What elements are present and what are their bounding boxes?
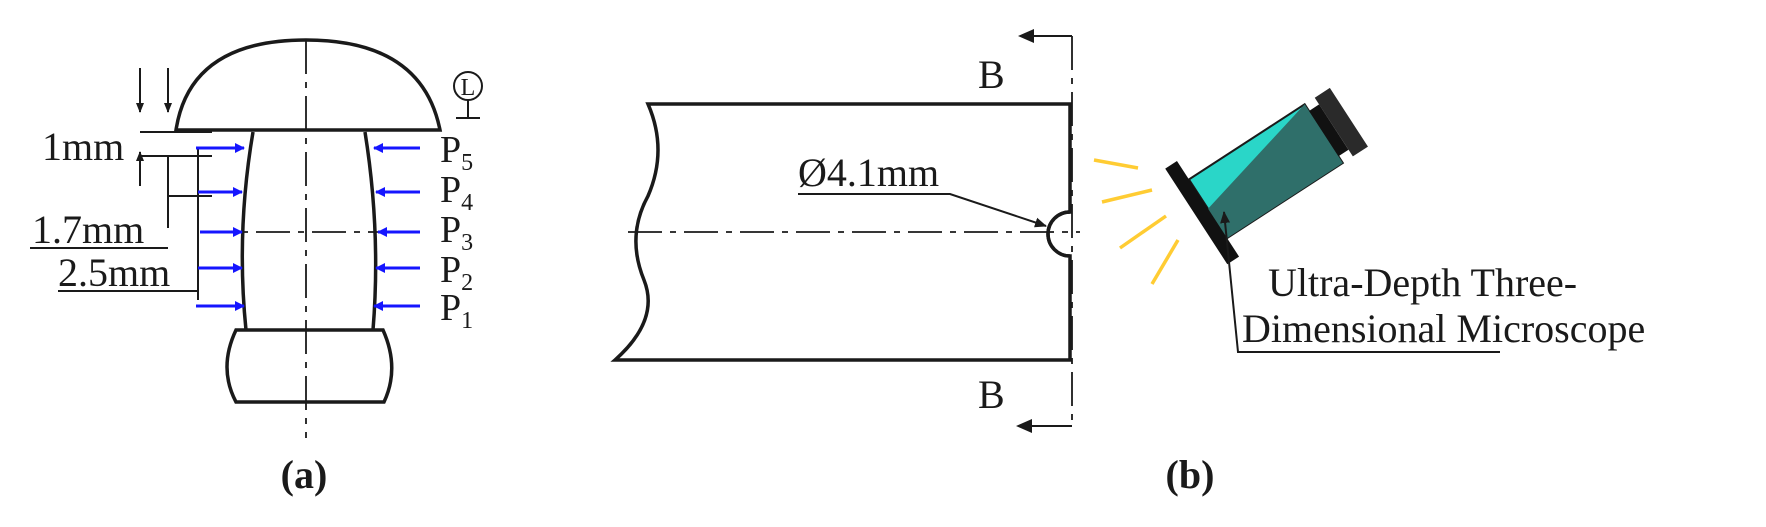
microscope-eyepiece [1309, 104, 1349, 157]
dim-2.5mm-label: 2.5mm [58, 250, 170, 295]
light-ray-1 [1093, 158, 1139, 170]
light-ray-3 [1119, 214, 1167, 250]
hole-diameter-label: Ø4.1mm [798, 150, 939, 195]
hole-leader-line [798, 193, 1047, 228]
microscope-label-line1: Ultra-Depth Three- [1268, 260, 1577, 305]
caption-b: (b) [1166, 452, 1215, 497]
rivet-tail [225, 328, 394, 404]
left-pressure-arrows [196, 143, 245, 311]
panel-a: L 1mm 1.7mm 2.5mm [30, 38, 483, 497]
section-label-bottom: B [978, 372, 1005, 417]
point-label-p4: P4 [440, 169, 473, 216]
microscope-icon [1165, 87, 1368, 265]
dim-1.7mm-label: 1.7mm [32, 207, 144, 252]
hole-semicircle [1046, 210, 1071, 258]
microscope-label-line2: Dimensional Microscope [1242, 306, 1645, 351]
caption-a: (a) [281, 452, 328, 497]
microscope-lens [1165, 160, 1240, 265]
l-circle-label: L [461, 75, 476, 101]
light-rays [1093, 158, 1180, 285]
point-label-p1: P1 [440, 287, 473, 334]
light-ray-4 [1150, 239, 1180, 285]
microscope-shade [1208, 104, 1343, 239]
microscope-cap [1314, 87, 1368, 157]
section-arrow-bottom-head [1016, 419, 1032, 433]
point-label-p5: P5 [440, 129, 473, 176]
rivet-head [173, 38, 443, 132]
section-label-top: B [978, 52, 1005, 97]
panel-b: B B Ø4.1mm Ultra-Depth Three- Dimensiona… [610, 29, 1645, 497]
microscope-leader-line [1220, 211, 1500, 353]
light-ray-2 [1101, 188, 1153, 204]
rivet-shank [240, 131, 378, 331]
section-arrow-top-head [1018, 29, 1034, 43]
point-label-p3: P3 [440, 209, 473, 256]
point-label-p2: P2 [440, 249, 473, 296]
dim-1mm-label: 1mm [42, 124, 124, 169]
right-pressure-arrows [373, 143, 420, 311]
